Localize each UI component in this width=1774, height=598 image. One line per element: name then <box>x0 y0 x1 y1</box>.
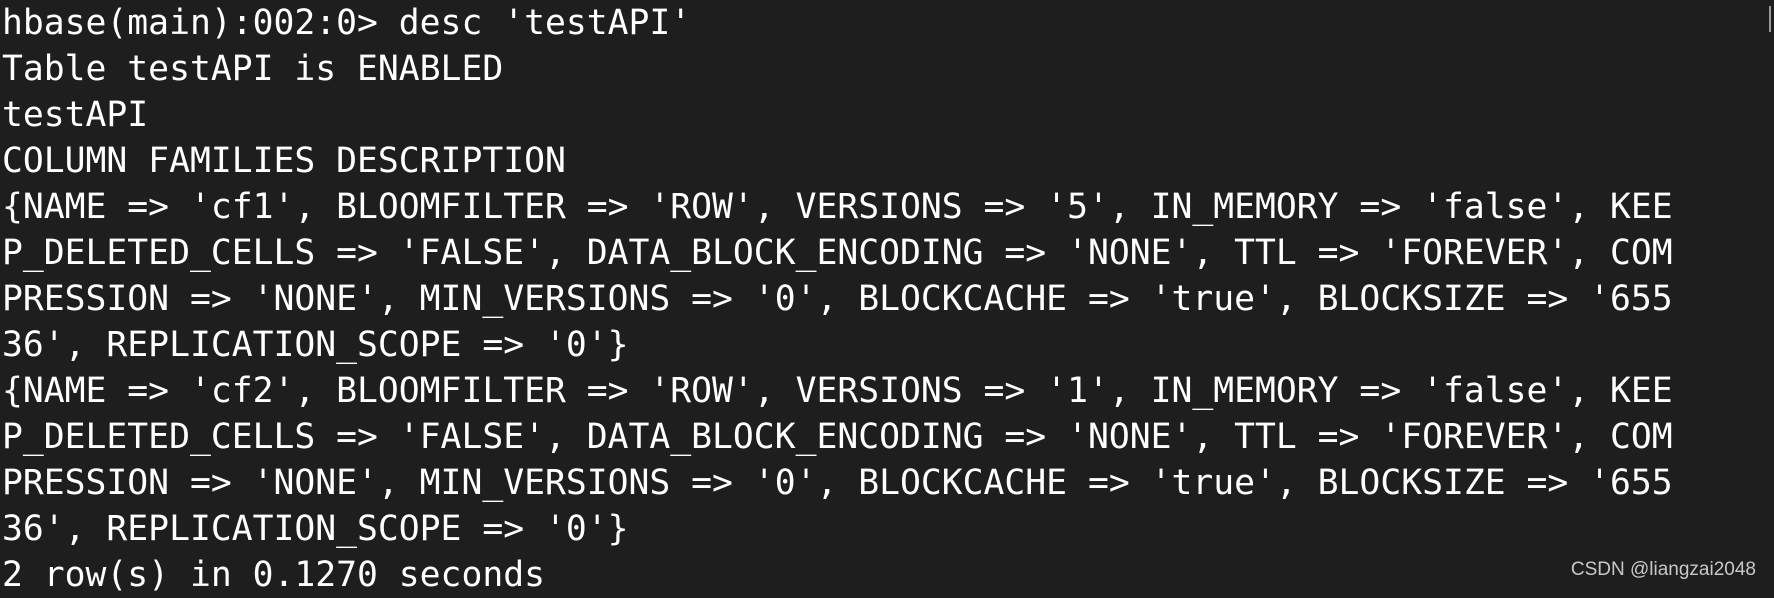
terminal-output-line: Table testAPI is ENABLED <box>2 49 504 89</box>
terminal-output-line: testAPI <box>2 95 149 135</box>
terminal-output-line: P_DELETED_CELLS => 'FALSE', DATA_BLOCK_E… <box>2 417 1673 457</box>
terminal-output-line: P_DELETED_CELLS => 'FALSE', DATA_BLOCK_E… <box>2 233 1673 273</box>
terminal-output-line: 36', REPLICATION_SCOPE => '0'} <box>2 325 629 365</box>
terminal-output-line: PRESSION => 'NONE', MIN_VERSIONS => '0',… <box>2 463 1673 503</box>
terminal-output-line: {NAME => 'cf1', BLOOMFILTER => 'ROW', VE… <box>2 187 1673 227</box>
scroll-marker[interactable] <box>1769 6 1771 32</box>
terminal-output-line: 36', REPLICATION_SCOPE => '0'} <box>2 509 629 549</box>
watermark-text: CSDN @liangzai2048 <box>1570 559 1756 580</box>
terminal-output-line: {NAME => 'cf2', BLOOMFILTER => 'ROW', VE… <box>2 371 1673 411</box>
terminal-output-line: COLUMN FAMILIES DESCRIPTION <box>2 141 566 181</box>
terminal-output-line: 2 row(s) in 0.1270 seconds <box>2 555 545 595</box>
terminal-output-line: PRESSION => 'NONE', MIN_VERSIONS => '0',… <box>2 279 1673 319</box>
terminal-prompt-line: hbase(main):002:0> desc 'testAPI' <box>2 3 692 43</box>
